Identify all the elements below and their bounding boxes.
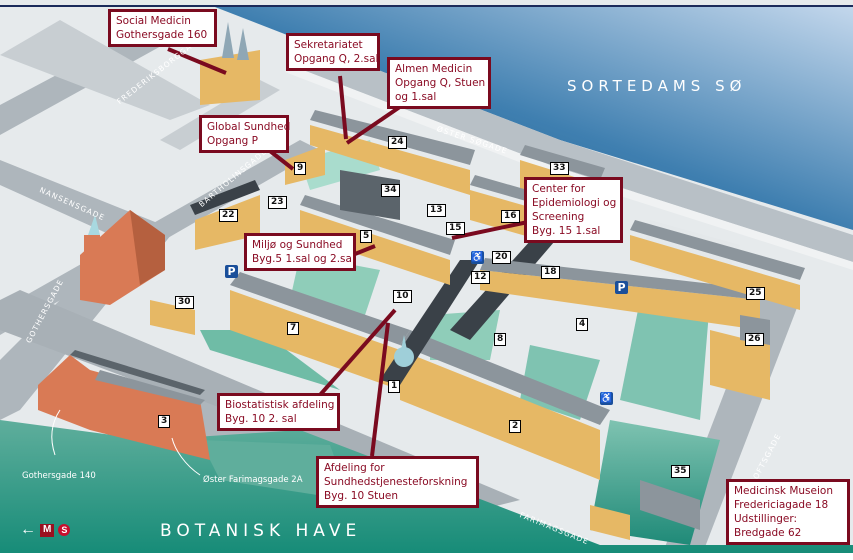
- callout-line: Byg. 15 1.sal: [532, 225, 601, 237]
- building-24[interactable]: 24: [388, 136, 407, 149]
- road-diagonal: [0, 20, 210, 120]
- callout-sekretariatet[interactable]: Sekretariatet Opgang Q, 2.sal: [286, 33, 380, 71]
- lawn: [200, 440, 350, 500]
- building-23[interactable]: 23: [268, 196, 287, 209]
- building-9[interactable]: 9: [294, 162, 307, 175]
- metro-icon: M: [40, 523, 55, 537]
- garden-label: BOTANISK HAVE: [160, 521, 362, 541]
- callout-line: Sekretariatet: [294, 39, 363, 51]
- lake-label: SORTEDAMS SØ: [567, 77, 747, 95]
- parking-icon: P: [225, 265, 238, 278]
- arrow-left-icon: ←: [20, 521, 36, 538]
- accessibility-icon: ♿: [471, 251, 484, 264]
- building-3[interactable]: 3: [158, 415, 171, 428]
- callout-line: Fredericiagade 18: [734, 499, 829, 511]
- building-20[interactable]: 20: [492, 251, 511, 264]
- callout-line: Opgang P: [207, 135, 259, 147]
- building-4[interactable]: 4: [576, 318, 589, 331]
- building-30[interactable]: 30: [175, 296, 194, 309]
- callout-line: Global Sundhed: [207, 121, 291, 133]
- building-10[interactable]: 10: [393, 290, 412, 303]
- building-26[interactable]: 26: [745, 333, 764, 346]
- callout-almen-medicin[interactable]: Almen Medicin Opgang Q, Stuen og 1.sal: [387, 57, 491, 109]
- callout-line: Epidemiologi og: [532, 197, 617, 209]
- callout-line: Bredgade 62: [734, 527, 802, 539]
- callout-biostatistik[interactable]: Biostatistisk afdeling Byg. 10 2. sal: [217, 393, 340, 431]
- parking-icon: P: [615, 281, 628, 294]
- building-5[interactable]: 5: [360, 230, 373, 243]
- callout-miljo-sundhed[interactable]: Miljø og Sundhed Byg.5 1.sal og 2.sal: [244, 233, 356, 271]
- brick-church: [80, 210, 165, 305]
- building-22[interactable]: 22: [219, 209, 238, 222]
- callout-line: Social Medicin: [116, 15, 191, 27]
- pointer-oster-farimagsgade: [171, 437, 201, 476]
- rotunda-dome: [394, 347, 414, 367]
- callout-line: Byg. 10 2. sal: [225, 413, 297, 425]
- callout-line: Biostatistisk afdeling: [225, 399, 335, 411]
- callout-line: Miljø og Sundhed: [252, 239, 343, 251]
- callout-line: Gothersgade 160: [116, 29, 208, 41]
- building-15[interactable]: 15: [446, 222, 465, 235]
- callout-line: Byg. 10 Stuen: [324, 490, 399, 502]
- church-spire: [237, 28, 249, 60]
- building-12[interactable]: 12: [471, 271, 490, 284]
- building-33[interactable]: 33: [550, 162, 569, 175]
- callout-line: Medicinsk Museion: [734, 485, 833, 497]
- brick-building-3: [38, 350, 210, 460]
- callout-sundhedstjeneste[interactable]: Afdeling for Sundhedstjenesteforskning B…: [316, 456, 479, 508]
- callout-line: Screening: [532, 211, 585, 223]
- building-16[interactable]: 16: [501, 210, 520, 223]
- church-spire: [222, 22, 234, 58]
- building-7[interactable]: 7: [287, 322, 300, 335]
- transit-direction: ← M S: [20, 521, 71, 539]
- building-35[interactable]: 35: [671, 465, 690, 478]
- s-train-icon: S: [58, 524, 71, 536]
- lawn: [290, 255, 380, 330]
- callout-line: Almen Medicin: [395, 63, 473, 75]
- callout-line: Sundhedstjenesteforskning: [324, 476, 468, 488]
- callout-line: Center for: [532, 183, 586, 195]
- callout-social-medicin[interactable]: Social Medicin Gothersgade 160: [108, 9, 217, 47]
- callout-line: og 1.sal: [395, 91, 437, 103]
- lawn: [200, 330, 340, 390]
- lawn: [620, 300, 710, 420]
- address-oster-farimagsgade: Øster Farimagsgade 2A: [203, 475, 303, 485]
- building-25[interactable]: 25: [746, 287, 765, 300]
- accessibility-icon: ♿: [600, 392, 613, 405]
- callout-line: Afdeling for: [324, 462, 385, 474]
- callout-line: Opgang Q, 2.sal: [294, 53, 379, 65]
- building-2[interactable]: 2: [509, 420, 522, 433]
- frame-top-line: [0, 5, 853, 7]
- pointer-gothersgade-140: [51, 409, 61, 456]
- callout-line: Opgang Q, Stuen: [395, 77, 486, 89]
- address-gothersgade-140: Gothersgade 140: [22, 471, 96, 481]
- building-34[interactable]: 34: [381, 184, 400, 197]
- callout-museion[interactable]: Medicinsk Museion Fredericiagade 18 Udst…: [726, 479, 850, 545]
- building-18[interactable]: 18: [541, 266, 560, 279]
- building-8[interactable]: 8: [494, 333, 507, 346]
- callout-epidemiologi[interactable]: Center for Epidemiologi og Screening Byg…: [524, 177, 623, 243]
- callout-line: Byg.5 1.sal og 2.sal: [252, 253, 355, 265]
- callout-global-sundhed[interactable]: Global Sundhed Opgang P: [199, 115, 291, 153]
- building-1[interactable]: 1: [388, 380, 401, 393]
- callout-line: Udstillinger:: [734, 513, 798, 525]
- building-13[interactable]: 13: [427, 204, 446, 217]
